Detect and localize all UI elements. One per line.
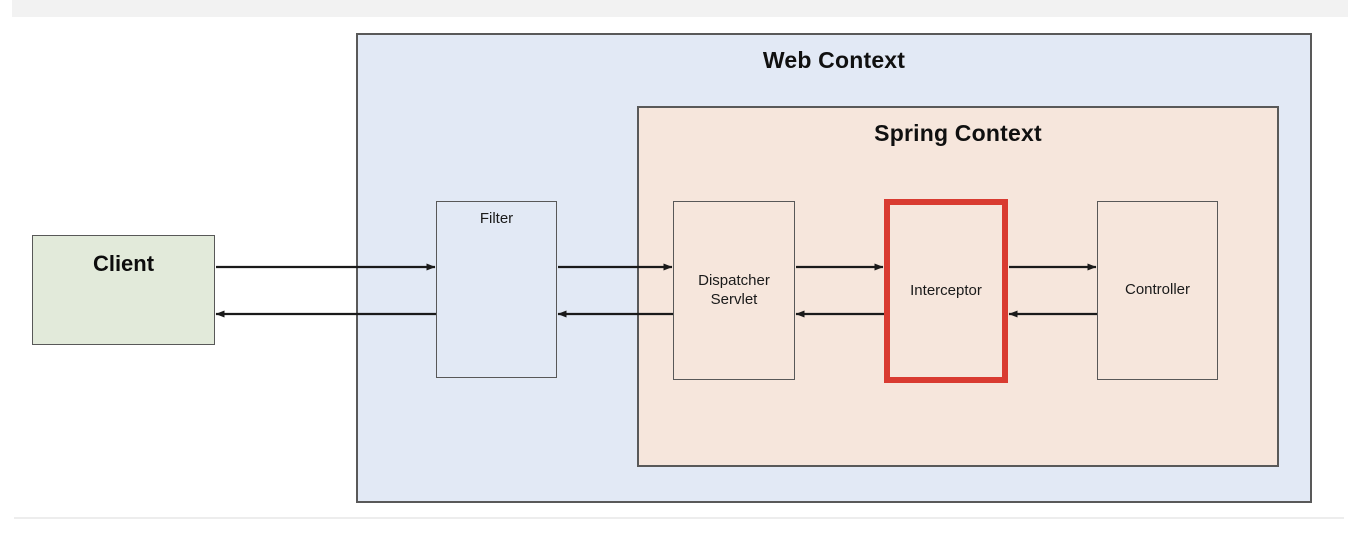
node-dispatcher-servlet[interactable]: Dispatcher Servlet [673, 201, 795, 380]
bottom-rule [14, 517, 1344, 519]
node-client[interactable]: Client [32, 235, 215, 345]
spring-context-title: Spring Context [874, 120, 1042, 146]
node-filter-label: Filter [479, 210, 514, 227]
node-client-label: Client [92, 251, 155, 276]
node-filter[interactable]: Filter [436, 201, 557, 378]
node-interceptor[interactable]: Interceptor [884, 199, 1008, 383]
node-interceptor-label: Interceptor [910, 281, 982, 299]
node-dispatcher-servlet-label: Dispatcher Servlet [698, 271, 770, 308]
web-context-title: Web Context [762, 47, 906, 73]
node-controller-label: Controller [1124, 281, 1191, 299]
node-controller[interactable]: Controller [1097, 201, 1218, 380]
top-band [12, 0, 1348, 17]
